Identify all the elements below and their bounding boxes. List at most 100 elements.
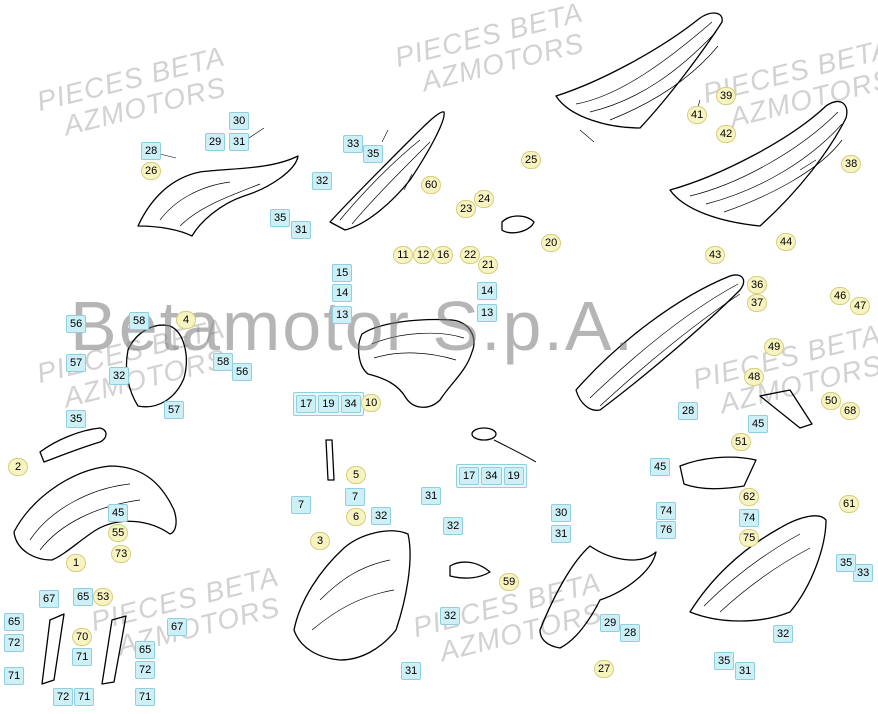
callout-label[interactable]: 17 [459, 467, 480, 485]
callout-label[interactable]: 50 [821, 392, 842, 410]
callout-label[interactable]: 32 [109, 367, 130, 385]
callout-label[interactable]: 29 [205, 133, 226, 151]
callout-label[interactable]: 71 [74, 688, 95, 706]
callout-label[interactable]: 49 [764, 338, 785, 356]
callout-label[interactable]: 32 [773, 625, 794, 643]
callout-label[interactable]: 3 [310, 532, 330, 550]
callout-label[interactable]: 1 [66, 554, 86, 572]
callout-label[interactable]: 32 [312, 172, 333, 190]
callout-label[interactable]: 55 [108, 524, 129, 542]
callout-label[interactable]: 67 [39, 590, 60, 608]
callout-label[interactable]: 20 [541, 234, 562, 252]
callout-label[interactable]: 14 [477, 282, 498, 300]
callout-label[interactable]: 70 [72, 628, 93, 646]
callout-label[interactable]: 35 [714, 652, 735, 670]
callout-label[interactable]: 65 [4, 613, 25, 631]
callout-label[interactable]: 41 [687, 106, 708, 124]
callout-label[interactable]: 56 [66, 315, 87, 333]
callout-label[interactable]: 32 [443, 517, 464, 535]
callout-label[interactable]: 16 [433, 246, 454, 264]
callout-label[interactable]: 19 [318, 395, 339, 413]
callout-label[interactable]: 30 [551, 504, 572, 522]
callout-label[interactable]: 32 [440, 607, 461, 625]
callout-label[interactable]: 42 [716, 125, 737, 143]
callout-label[interactable]: 61 [839, 495, 860, 513]
callout-label[interactable]: 23 [456, 200, 477, 218]
callout-label[interactable]: 31 [229, 133, 250, 151]
callout-label[interactable]: 31 [421, 487, 442, 505]
callout-label[interactable]: 73 [111, 545, 132, 563]
callout-label[interactable]: 35 [363, 145, 384, 163]
callout-label[interactable]: 14 [332, 284, 353, 302]
callout-label[interactable]: 29 [600, 614, 621, 632]
callout-label[interactable]: 46 [830, 287, 851, 305]
callout-label[interactable]: 48 [744, 368, 765, 386]
callout-label[interactable]: 35 [270, 209, 291, 227]
callout-label[interactable]: 32 [371, 507, 392, 525]
callout-label[interactable]: 36 [747, 276, 768, 294]
callout-label[interactable]: 6 [346, 508, 366, 526]
callout-label[interactable]: 60 [421, 176, 442, 194]
callout-label[interactable]: 12 [413, 246, 434, 264]
callout-label[interactable]: 31 [551, 525, 572, 543]
callout-label[interactable]: 47 [850, 297, 871, 315]
callout-label[interactable]: 59 [499, 573, 520, 591]
callout-label[interactable]: 68 [840, 402, 861, 420]
callout-label[interactable]: 28 [141, 142, 162, 160]
callout-label[interactable]: 74 [739, 509, 760, 527]
callout-label[interactable]: 44 [776, 233, 797, 251]
callout-label[interactable]: 72 [135, 661, 156, 679]
callout-label[interactable]: 67 [167, 618, 188, 636]
callout-label[interactable]: 71 [72, 648, 93, 666]
callout-label[interactable]: 31 [735, 662, 756, 680]
callout-label[interactable]: 25 [521, 151, 542, 169]
callout-label[interactable]: 28 [620, 624, 641, 642]
callout-label[interactable]: 21 [478, 256, 499, 274]
callout-label[interactable]: 72 [53, 688, 74, 706]
callout-label[interactable]: 28 [678, 402, 699, 420]
callout-label[interactable]: 15 [332, 264, 353, 282]
callout-label[interactable]: 71 [4, 667, 25, 685]
callout-label[interactable]: 74 [656, 502, 677, 520]
callout-label[interactable]: 4 [176, 311, 196, 329]
callout-label[interactable]: 45 [108, 504, 129, 522]
callout-label[interactable]: 35 [66, 410, 87, 428]
callout-label[interactable]: 71 [135, 688, 156, 706]
callout-label[interactable]: 5 [346, 466, 366, 484]
callout-label[interactable]: 11 [393, 246, 413, 264]
callout-label[interactable]: 27 [594, 660, 615, 678]
callout-label[interactable]: 62 [739, 488, 760, 506]
callout-label[interactable]: 65 [135, 641, 156, 659]
callout-label[interactable]: 34 [340, 395, 361, 413]
callout-label[interactable]: 24 [474, 190, 495, 208]
callout-label[interactable]: 43 [705, 246, 726, 264]
callout-label[interactable]: 31 [291, 221, 312, 239]
callout-label[interactable]: 13 [332, 306, 353, 324]
callout-label[interactable]: 2 [8, 458, 28, 476]
callout-label[interactable]: 56 [232, 363, 253, 381]
callout-label[interactable]: 57 [164, 401, 185, 419]
callout-label[interactable]: 31 [401, 662, 422, 680]
callout-label[interactable]: 34 [481, 467, 502, 485]
callout-label[interactable]: 75 [739, 529, 760, 547]
callout-label[interactable]: 7 [345, 488, 365, 506]
callout-label[interactable]: 72 [4, 634, 25, 652]
callout-label[interactable]: 33 [343, 135, 364, 153]
callout-label[interactable]: 45 [650, 458, 671, 476]
callout-label[interactable]: 65 [73, 588, 94, 606]
callout-label[interactable]: 22 [460, 246, 481, 264]
callout-label[interactable]: 76 [656, 521, 677, 539]
callout-label[interactable]: 38 [841, 155, 862, 173]
callout-label[interactable]: 35 [836, 554, 857, 572]
callout-label[interactable]: 51 [731, 433, 752, 451]
callout-label[interactable]: 53 [93, 588, 114, 606]
callout-label[interactable]: 7 [291, 496, 311, 514]
callout-label[interactable]: 57 [66, 354, 87, 372]
callout-label[interactable]: 10 [361, 394, 382, 412]
callout-label[interactable]: 13 [477, 304, 498, 322]
callout-label[interactable]: 39 [716, 87, 737, 105]
callout-label[interactable]: 30 [229, 112, 250, 130]
callout-label[interactable]: 19 [503, 467, 524, 485]
callout-label[interactable]: 26 [141, 162, 162, 180]
callout-label[interactable]: 58 [129, 312, 150, 330]
